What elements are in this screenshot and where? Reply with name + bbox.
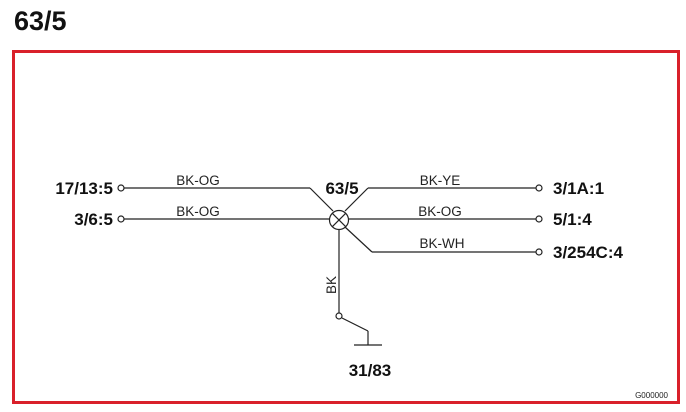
wire-left-1-bend (309, 187, 334, 212)
connector-left-1 (117, 184, 125, 192)
page-title: 63/5 (14, 6, 67, 36)
connector-label-left-1: 17/13:5 (55, 179, 113, 198)
wire-right-3-bend (344, 226, 373, 253)
ground-label: 31/83 (349, 361, 392, 380)
ground-terminal (335, 312, 343, 320)
wire-code-right-1: BK-YE (420, 173, 461, 188)
connector-right-1 (535, 184, 543, 192)
connector-label-right-3: 3/254C:4 (553, 243, 623, 262)
connector-label-left-2: 3/6:5 (74, 210, 113, 229)
diagram-frame (12, 50, 680, 404)
splice-label: 63/5 (325, 179, 358, 198)
ground-link (341, 317, 369, 332)
wire-code-ground: BK (324, 276, 339, 294)
connector-label-right-2: 5/1:4 (553, 210, 592, 229)
wire-right-1-bend (344, 187, 369, 212)
connector-left-2 (117, 215, 125, 223)
connector-right-3 (535, 248, 543, 256)
wire-code-left-2: BK-OG (176, 204, 220, 219)
splice-cross-b (331, 212, 347, 228)
connector-label-right-1: 3/1A:1 (553, 179, 604, 198)
figure-code: G000000 (635, 391, 668, 400)
connector-right-2 (535, 215, 543, 223)
wire-code-right-2: BK-OG (418, 204, 462, 219)
wire-code-left-1: BK-OG (176, 173, 220, 188)
wire-code-right-3: BK-WH (420, 236, 465, 251)
